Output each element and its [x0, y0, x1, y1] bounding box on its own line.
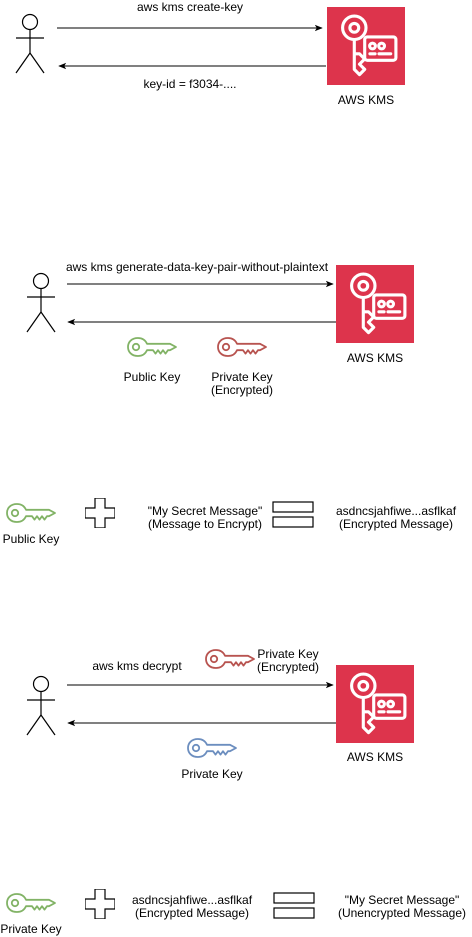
encrypted-private-key-icon	[205, 649, 255, 669]
plus-operator	[85, 498, 115, 528]
plus-operator	[85, 889, 115, 919]
public-key-icon	[6, 503, 56, 523]
encrypted-private-key-icon	[217, 337, 267, 357]
aws-kms-icon	[336, 665, 414, 743]
response-label: key-id = f3034-....	[143, 77, 236, 91]
aws-kms-label: AWS KMS	[347, 351, 403, 365]
decrypted-message-line1: "My Secret Message"	[345, 893, 460, 907]
scene-create-key: aws kms create-key key-id = f3034-.... A…	[15, 0, 405, 107]
public-key-label: Public Key	[124, 370, 181, 384]
request-label: aws kms generate-data-key-pair-without-p…	[66, 260, 329, 274]
scene-decrypt-message: Private Key asdncsjahfiwe...asflkaf (Enc…	[0, 889, 466, 936]
aws-kms-icon	[336, 265, 414, 343]
aws-kms-icon	[327, 7, 405, 85]
message-label-line2: (Message to Encrypt)	[148, 517, 262, 531]
message-label-line1: "My Secret Message"	[148, 504, 263, 518]
encrypted-message-line2: (Encrypted Message)	[135, 906, 249, 920]
aws-kms-label: AWS KMS	[338, 93, 394, 107]
encrypted-message-line1: asdncsjahfiwe...asflkaf	[132, 893, 253, 907]
private-key-icon	[6, 893, 56, 913]
encrypted-message-line2: (Encrypted Message)	[339, 517, 453, 531]
private-key-label: Private Key	[0, 922, 61, 936]
equals-operator	[272, 501, 314, 528]
aws-kms-label: AWS KMS	[347, 750, 403, 764]
scene-decrypt: aws kms decrypt Private Key (Encrypted) …	[26, 647, 414, 781]
public-key-label: Public Key	[3, 532, 60, 546]
decrypted-message-line2: (Unencrypted Message)	[338, 906, 466, 920]
user-actor-icon	[26, 272, 56, 333]
private-key-icon	[187, 738, 237, 758]
public-key-icon	[127, 337, 177, 357]
returned-key-label: Private Key	[181, 767, 242, 781]
scene-encrypt: Public Key "My Secret Message" (Message …	[3, 498, 457, 546]
request-label: aws kms decrypt	[92, 659, 182, 673]
user-actor-icon	[26, 675, 56, 736]
scene-generate-data-key-pair: aws kms generate-data-key-pair-without-p…	[26, 260, 414, 397]
user-actor-icon	[15, 13, 45, 74]
private-key-label-line1: Private Key	[211, 370, 272, 384]
encrypted-message-line1: asdncsjahfiwe...asflkaf	[336, 504, 457, 518]
equals-operator	[273, 892, 315, 919]
private-key-label-line2: (Encrypted)	[211, 383, 273, 397]
request-label: aws kms create-key	[137, 0, 243, 14]
sent-key-label-line2: (Encrypted)	[257, 660, 319, 674]
sent-key-label-line1: Private Key	[257, 647, 318, 661]
